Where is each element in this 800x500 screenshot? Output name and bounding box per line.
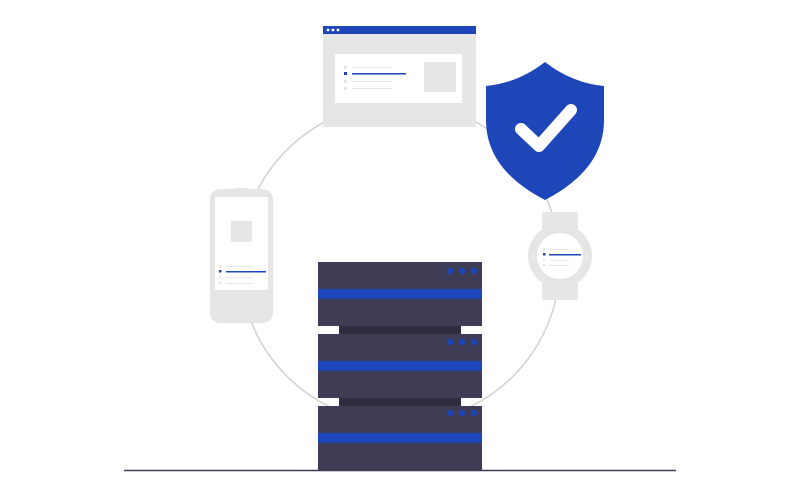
browser-list-line xyxy=(352,73,406,75)
phone-list-bullet xyxy=(219,276,222,279)
phone-list-line xyxy=(226,266,252,267)
server-unit xyxy=(318,406,482,470)
phone-list-bullet xyxy=(219,282,222,285)
watch-list-line xyxy=(549,260,569,261)
browser-list-line xyxy=(352,81,392,82)
server-light xyxy=(446,338,454,346)
browser-list-line xyxy=(352,67,392,68)
shield-check-icon xyxy=(486,62,604,200)
smartwatch-icon xyxy=(528,212,592,300)
server-stripe xyxy=(318,433,482,443)
watch-list-bullet xyxy=(543,253,546,256)
watch-face xyxy=(537,233,583,279)
server-light xyxy=(458,338,466,346)
phone-notch xyxy=(233,188,250,194)
server-light xyxy=(446,409,454,417)
server-light xyxy=(458,267,466,275)
phone-screen xyxy=(215,197,268,290)
server-rack-icon xyxy=(318,262,482,470)
browser-dot xyxy=(336,28,340,32)
browser-list-bullet xyxy=(344,72,347,75)
browser-list-bullet xyxy=(344,66,347,69)
browser-image-placeholder xyxy=(424,62,456,92)
browser-dot xyxy=(326,28,330,32)
watch-list-bullet xyxy=(543,248,545,250)
browser-list-line xyxy=(352,88,392,89)
watch-list-line xyxy=(549,249,569,250)
browser-title-bar xyxy=(323,26,476,34)
phone-list-bullet xyxy=(219,270,222,273)
server-light xyxy=(470,267,478,275)
server-light xyxy=(470,338,478,346)
watch-list-bullet xyxy=(543,259,545,261)
phone-list-line xyxy=(226,277,252,278)
phone-list-line xyxy=(226,271,266,273)
smartphone-icon xyxy=(210,188,273,323)
phone-list-bullet xyxy=(219,265,222,268)
server-light xyxy=(470,409,478,417)
server-light xyxy=(446,267,454,275)
browser-window-icon xyxy=(323,26,476,127)
server-stripe xyxy=(318,289,482,299)
watch-list-line xyxy=(549,254,581,256)
browser-dot xyxy=(331,28,335,32)
server-stripe xyxy=(318,361,482,371)
browser-list-bullet xyxy=(344,87,347,90)
phone-image-placeholder xyxy=(231,221,252,242)
browser-list-bullet xyxy=(344,80,347,83)
server-connector xyxy=(339,398,461,407)
watch-list-bullet xyxy=(543,264,545,266)
server-connector xyxy=(339,326,461,335)
server-unit xyxy=(318,334,482,398)
server-light xyxy=(458,409,466,417)
server-unit xyxy=(318,262,482,326)
phone-list-line xyxy=(226,283,252,284)
check-mark xyxy=(515,104,577,152)
watch-list-line xyxy=(549,265,569,266)
